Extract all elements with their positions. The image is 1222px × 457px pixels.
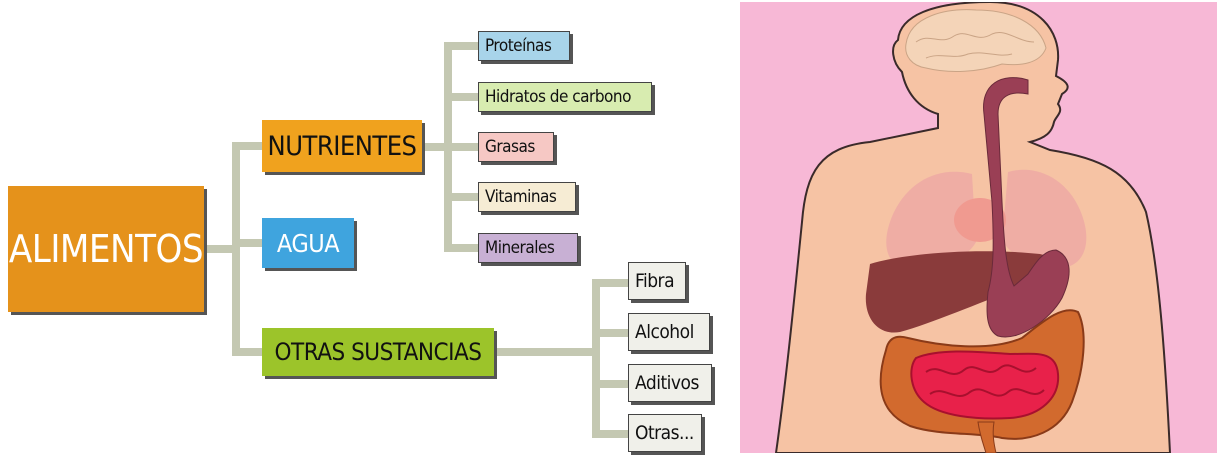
connector <box>592 279 600 438</box>
otras-sustancias-box: OTRAS SUSTANCIAS <box>262 328 494 376</box>
hidratos-box: Hidratos de carbono <box>478 82 652 112</box>
connector <box>444 93 478 101</box>
alimentos-label: ALIMENTOS <box>9 227 203 271</box>
hidratos-label: Hidratos de carbono <box>485 87 631 107</box>
small-intestine <box>911 352 1058 419</box>
vitaminas-box: Vitaminas <box>478 182 576 212</box>
aditivos-label: Aditivos <box>635 372 699 394</box>
vitaminas-label: Vitaminas <box>485 187 556 207</box>
fibra-label: Fibra <box>635 270 674 292</box>
food-concept-map: ALIMENTOS NUTRIENTES AGUA OTRAS SUSTANCI… <box>0 0 735 457</box>
alcohol-label: Alcohol <box>635 321 694 343</box>
connector <box>232 142 262 150</box>
alimentos-box: ALIMENTOS <box>8 186 204 312</box>
connector <box>422 143 444 151</box>
otras-sustancias-label: OTRAS SUSTANCIAS <box>275 338 482 366</box>
grasas-label: Grasas <box>485 137 535 157</box>
connector <box>444 193 478 201</box>
minerales-label: Minerales <box>485 238 554 258</box>
agua-label: AGUA <box>277 229 339 258</box>
digestive-system-illustration <box>740 2 1217 453</box>
human-body-figure <box>740 2 1217 453</box>
grasas-box: Grasas <box>478 132 554 162</box>
connector <box>232 142 240 356</box>
connector <box>444 42 478 50</box>
connector <box>592 279 628 287</box>
otras-box: Otras... <box>628 414 702 452</box>
connector <box>592 380 628 388</box>
connector <box>592 430 628 438</box>
nutrientes-label: NUTRIENTES <box>268 131 417 162</box>
connector <box>232 239 262 247</box>
connector <box>444 143 478 151</box>
minerales-box: Minerales <box>478 233 578 263</box>
fibra-box: Fibra <box>628 262 686 300</box>
agua-box: AGUA <box>262 218 354 268</box>
otras-label: Otras... <box>635 422 694 444</box>
connector <box>232 348 262 356</box>
connector <box>444 244 478 252</box>
connector <box>204 245 232 253</box>
nutrientes-box: NUTRIENTES <box>262 120 422 172</box>
connector <box>494 348 592 356</box>
proteinas-label: Proteínas <box>485 36 551 56</box>
connector <box>592 329 628 337</box>
aditivos-box: Aditivos <box>628 364 712 402</box>
proteinas-box: Proteínas <box>478 31 570 61</box>
alcohol-box: Alcohol <box>628 313 710 351</box>
